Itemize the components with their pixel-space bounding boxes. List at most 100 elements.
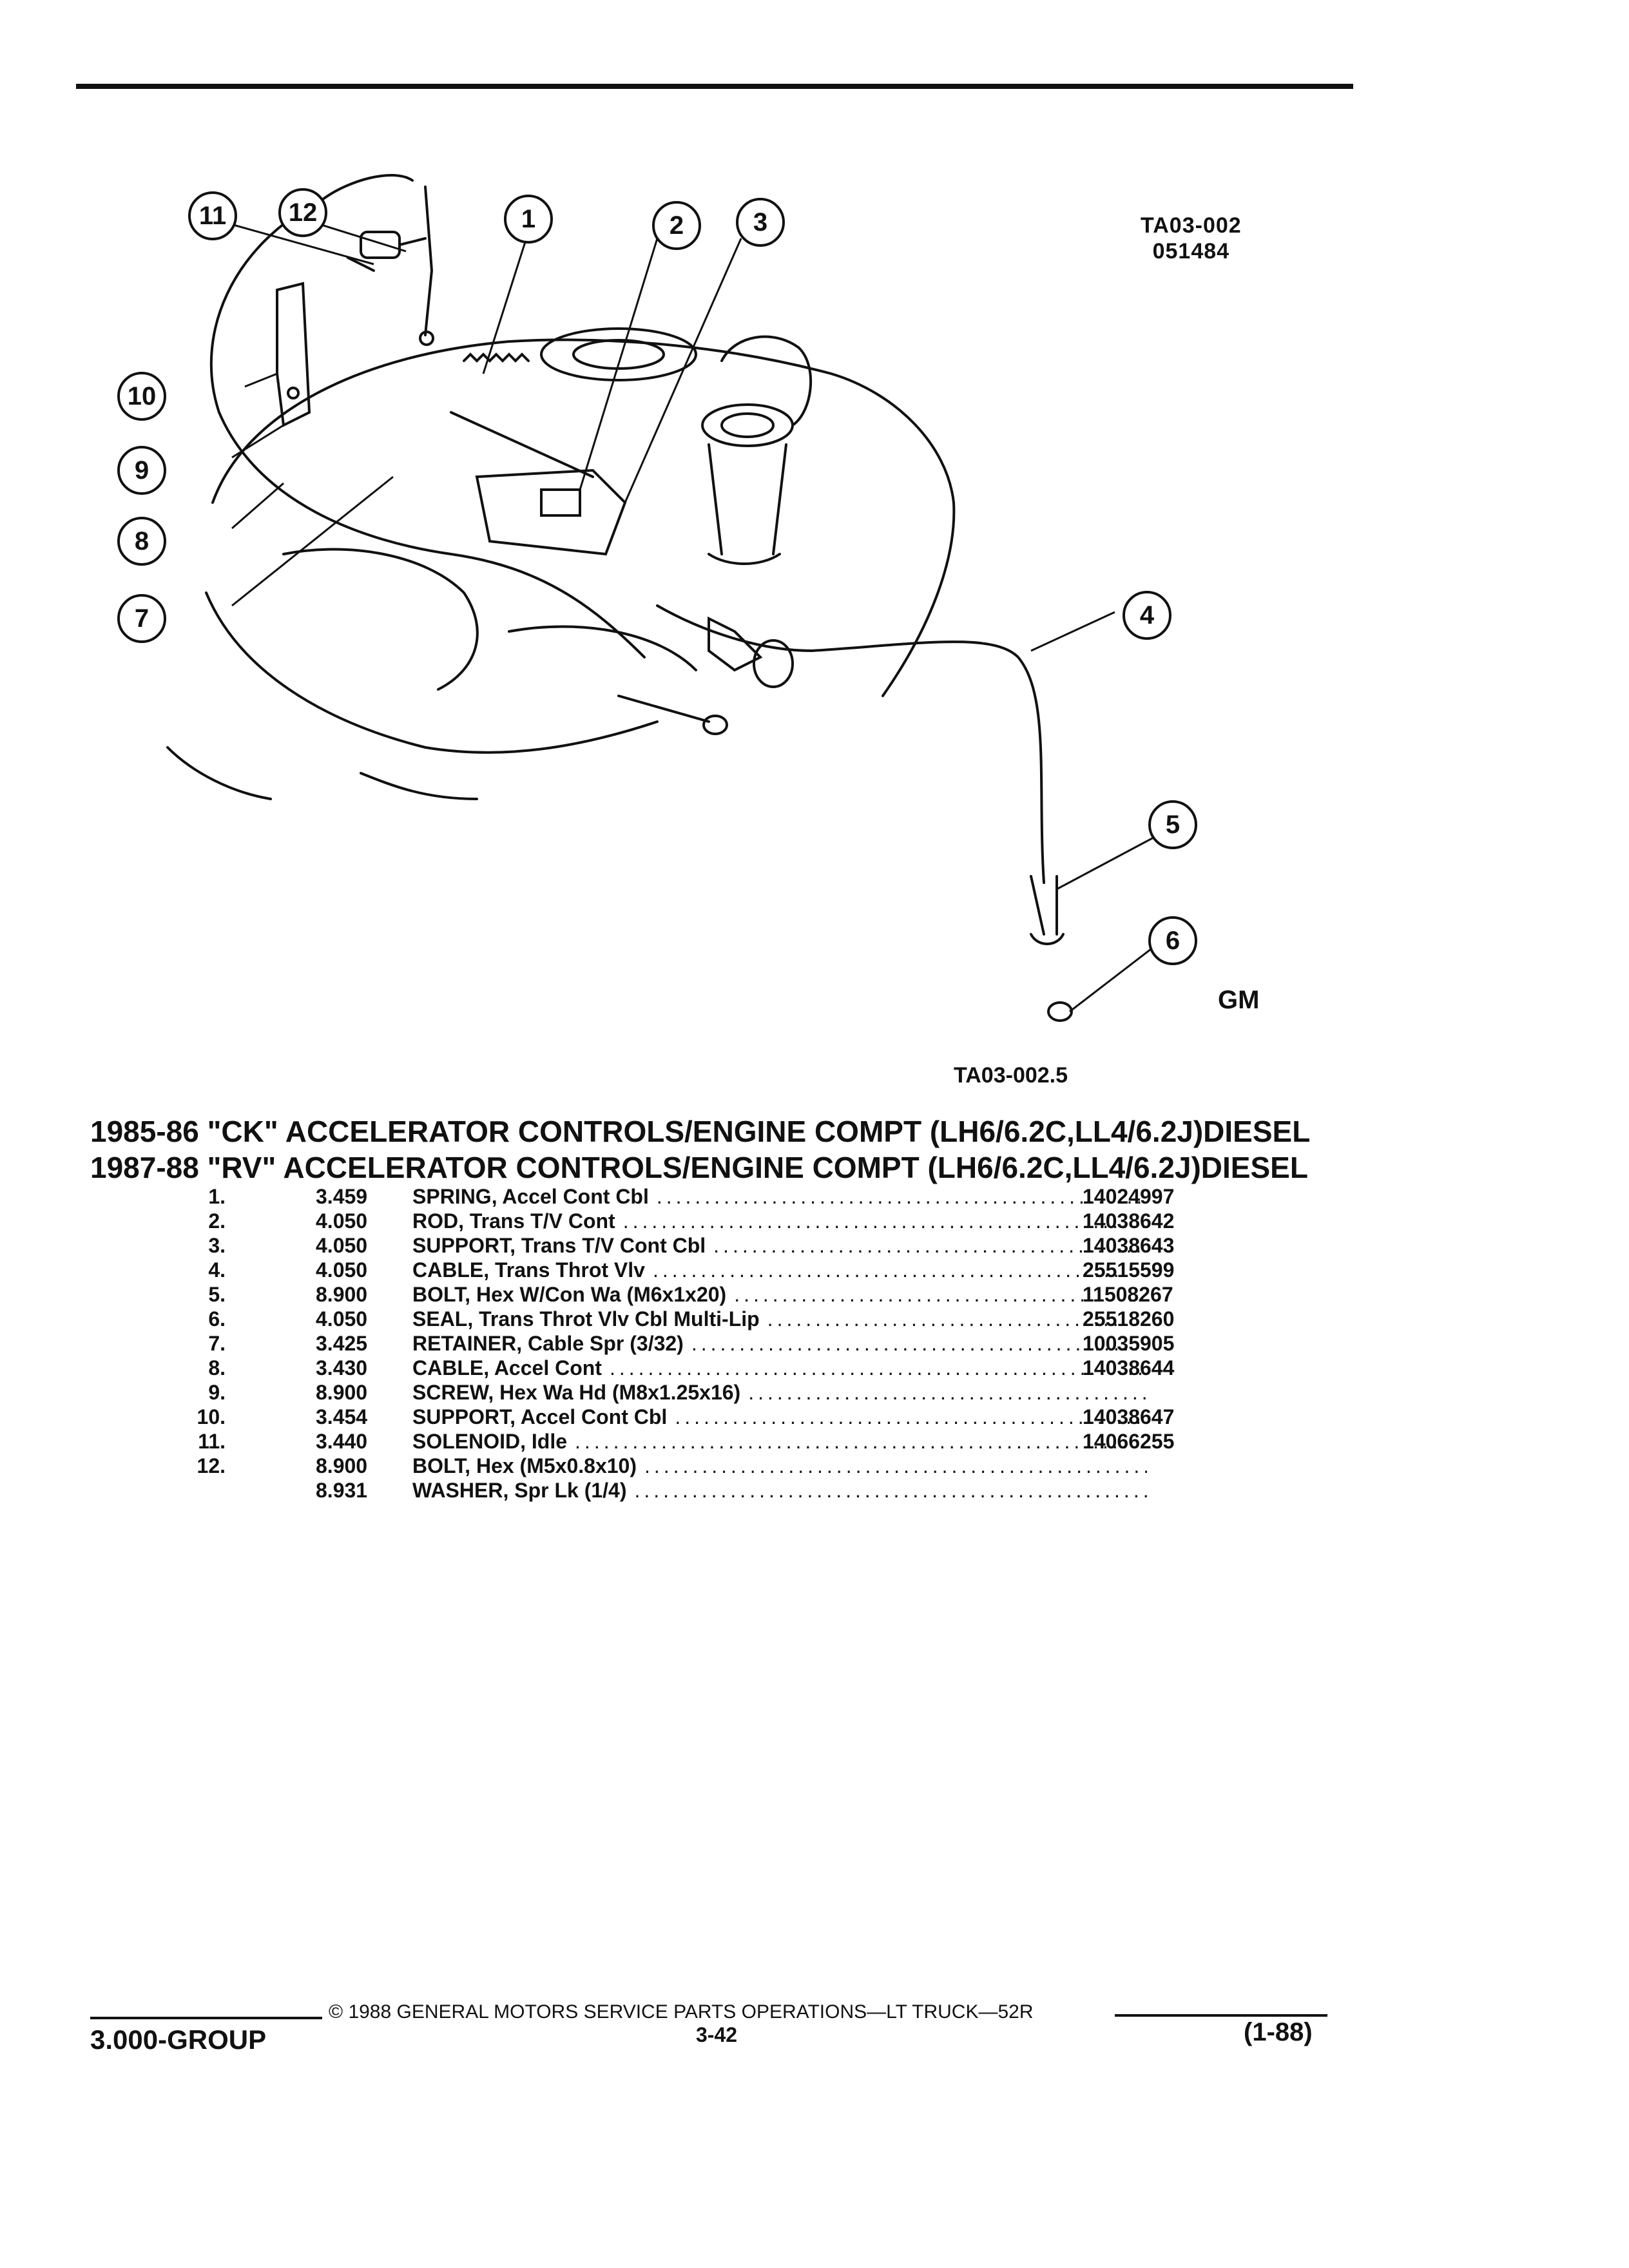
part-description-cell: SPRING, Accel Cont Cbl..................… <box>412 1184 1147 1209</box>
part-description: SCREW, Hex Wa Hd (M8x1.25x16) <box>412 1381 741 1404</box>
part-description-cell: SEAL, Trans Throt Vlv Cbl Multi-Lip.....… <box>412 1307 1147 1331</box>
title-ck: 1985-86 "CK" ACCELERATOR CONTROLS/ENGINE… <box>90 1115 1311 1148</box>
callout-label: 3 <box>753 208 767 236</box>
part-description: ROD, Trans T/V Cont <box>412 1209 615 1233</box>
footer-rule-left <box>90 2017 322 2019</box>
callout-10 <box>117 372 166 421</box>
part-ref: 6. <box>208 1307 226 1331</box>
diagram-ref-date: 051484 <box>1152 239 1230 264</box>
callout-7 <box>117 594 166 643</box>
dot-leader: ........................................… <box>767 1307 1147 1331</box>
callout-label: 8 <box>135 527 149 555</box>
part-ref: 5. <box>208 1283 226 1306</box>
footer-date: (1-88) <box>1244 2018 1313 2046</box>
part-number: 14038644 <box>1083 1356 1175 1379</box>
part-number: 14038642 <box>1083 1209 1175 1233</box>
dot-leader: ........................................… <box>609 1356 1147 1379</box>
dot-leader: ........................................… <box>691 1332 1147 1355</box>
part-group: 4.050 <box>316 1258 368 1282</box>
part-group: 8.900 <box>316 1381 368 1404</box>
part-ref: 9. <box>208 1381 226 1404</box>
part-description-cell: SCREW, Hex Wa Hd (M8x1.25x16)...........… <box>412 1380 1147 1405</box>
dot-leader: ........................................… <box>748 1381 1147 1404</box>
part-description: RETAINER, Cable Spr (3/32) <box>412 1332 684 1355</box>
part-number: 14038647 <box>1083 1405 1175 1428</box>
dot-leader: ........................................… <box>734 1283 1147 1306</box>
part-description-cell: WASHER, Spr Lk (1/4)....................… <box>412 1478 1147 1503</box>
callout-label: 1 <box>521 205 535 233</box>
part-description-cell: ROD, Trans T/V Cont.....................… <box>412 1209 1147 1233</box>
part-ref: 2. <box>208 1209 226 1233</box>
callout-5 <box>1148 800 1197 849</box>
title-rv: 1987-88 "RV" ACCELERATOR CONTROLS/ENGINE… <box>90 1151 1308 1184</box>
callout-11 <box>188 191 237 240</box>
callout-label: 7 <box>135 604 149 633</box>
footer-copyright: © 1988 GENERAL MOTORS SERVICE PARTS OPER… <box>329 2001 1034 2023</box>
part-number: 10035905 <box>1083 1332 1175 1355</box>
part-group: 3.440 <box>316 1430 368 1453</box>
part-number: 25515599 <box>1083 1258 1175 1282</box>
part-description: SUPPORT, Accel Cont Cbl <box>412 1405 668 1428</box>
part-ref: 3. <box>208 1234 226 1257</box>
callout-label: 4 <box>1140 601 1155 629</box>
part-description-cell: SOLENOID, Idle..........................… <box>412 1429 1147 1454</box>
part-ref: 10. <box>197 1405 226 1428</box>
dot-leader: ........................................… <box>575 1430 1147 1453</box>
part-number: 11508267 <box>1083 1283 1173 1306</box>
callout-label: 12 <box>289 198 318 227</box>
dot-leader: ........................................… <box>713 1234 1147 1257</box>
part-ref: 8. <box>208 1356 226 1379</box>
part-group: 8.931 <box>316 1479 368 1502</box>
part-ref: 1. <box>208 1185 226 1208</box>
part-ref: 4. <box>208 1258 226 1282</box>
part-description: SUPPORT, Trans T/V Cont Cbl <box>412 1234 706 1257</box>
part-description: WASHER, Spr Lk (1/4) <box>412 1479 627 1502</box>
callout-12 <box>278 188 327 237</box>
part-description-cell: SUPPORT, Accel Cont Cbl.................… <box>412 1405 1147 1429</box>
section-titles: 1985-86 "CK" ACCELERATOR CONTROLS/ENGINE… <box>90 1113 1310 1186</box>
callout-label: 5 <box>1166 811 1180 839</box>
callout-1 <box>504 195 553 244</box>
dot-leader: ........................................… <box>675 1405 1147 1428</box>
diagram-ref-code: TA03-002 <box>1141 213 1242 238</box>
part-group: 8.900 <box>316 1454 368 1477</box>
part-group: 3.459 <box>316 1185 368 1208</box>
part-description: BOLT, Hex W/Con Wa (M6x1x20) <box>412 1283 727 1306</box>
part-description: SPRING, Accel Cont Cbl <box>412 1185 649 1208</box>
part-description: BOLT, Hex (M5x0.8x10) <box>412 1454 637 1477</box>
dot-leader: ........................................… <box>644 1454 1147 1477</box>
callout-label: 9 <box>135 456 149 485</box>
callout-label: 10 <box>128 382 157 410</box>
part-description: SEAL, Trans Throt Vlv Cbl Multi-Lip <box>412 1307 760 1331</box>
part-ref: 12. <box>197 1454 226 1477</box>
callout-6 <box>1148 916 1197 965</box>
footer-rule-right <box>1115 2014 1327 2017</box>
gm-logo: GM <box>1218 986 1260 1014</box>
part-description: CABLE, Trans Throt Vlv <box>412 1258 645 1282</box>
dot-leader: ........................................… <box>634 1479 1148 1502</box>
part-number: 14038643 <box>1083 1234 1175 1257</box>
part-description: CABLE, Accel Cont <box>412 1356 602 1379</box>
callout-4 <box>1123 591 1171 640</box>
part-group: 4.050 <box>316 1307 368 1331</box>
part-number: 25518260 <box>1083 1307 1175 1331</box>
figure-id: TA03-002.5 <box>954 1063 1068 1088</box>
part-group: 4.050 <box>316 1209 368 1233</box>
footer-page-number: 3-42 <box>696 2023 738 2046</box>
part-description-cell: BOLT, Hex W/Con Wa (M6x1x20)............… <box>412 1282 1147 1307</box>
part-description-cell: CABLE, Trans Throt Vlv..................… <box>412 1258 1147 1282</box>
part-group: 3.430 <box>316 1356 368 1379</box>
part-description-cell: BOLT, Hex (M5x0.8x10)...................… <box>412 1454 1147 1478</box>
part-group: 3.454 <box>316 1405 368 1428</box>
part-ref: 11. <box>198 1430 226 1453</box>
diagram-reference: TA03-002 051484 <box>1141 213 1242 264</box>
callout-9 <box>117 446 166 495</box>
part-group: 8.900 <box>316 1283 368 1306</box>
callout-label: 6 <box>1166 927 1180 955</box>
callout-label: 2 <box>670 211 684 240</box>
part-group: 3.425 <box>316 1332 368 1355</box>
callout-8 <box>117 517 166 566</box>
dot-leader: ........................................… <box>622 1209 1147 1233</box>
part-description-cell: CABLE, Accel Cont.......................… <box>412 1356 1147 1380</box>
callout-3 <box>736 198 785 247</box>
